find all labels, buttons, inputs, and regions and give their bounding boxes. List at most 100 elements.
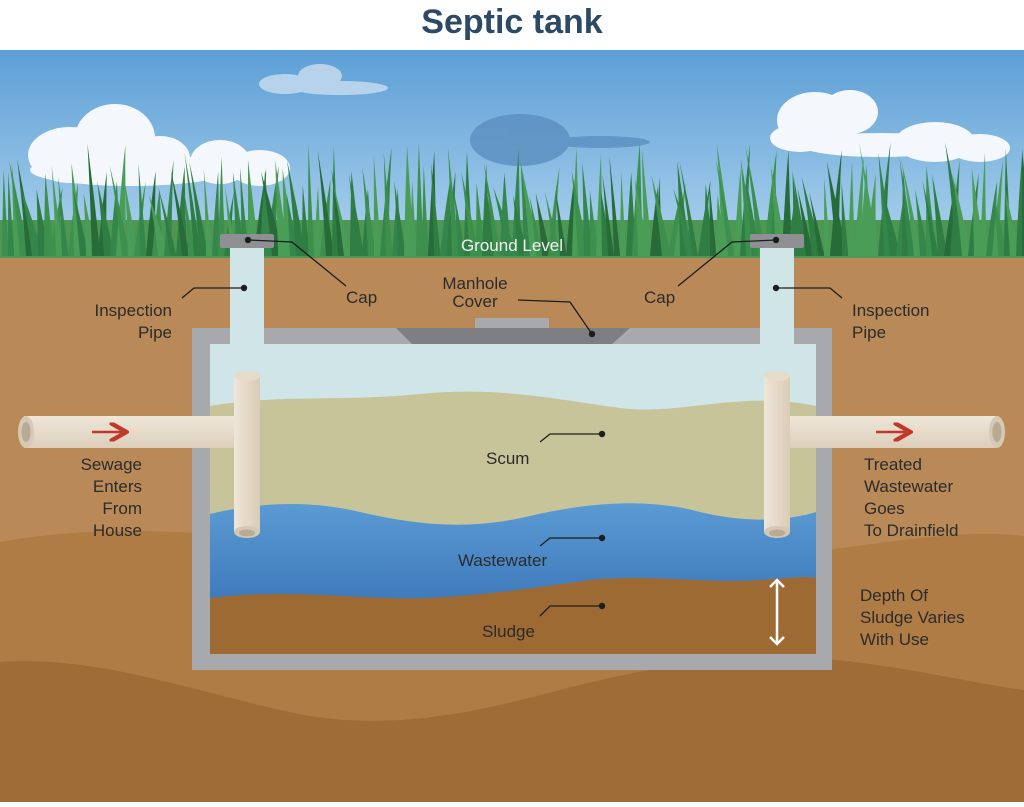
grass-blade — [641, 148, 653, 256]
inspection-pipe-left-line-1: Inspection — [94, 301, 173, 320]
grass-blade — [203, 169, 213, 256]
grass-blade — [170, 168, 190, 256]
grass-blade — [239, 166, 249, 256]
depth-of-sludge-line-2: Sludge Varies — [860, 608, 965, 627]
sewage-enters-label: Sewage Enters From House — [20, 454, 142, 542]
grass-blade — [184, 152, 201, 256]
grass-blade — [348, 173, 365, 256]
inspection-pipe-right-line-2: Pipe — [852, 323, 887, 342]
grass-blade — [589, 190, 599, 256]
grass-blade — [138, 163, 147, 256]
grass-blade — [146, 170, 156, 256]
grass-blade — [302, 184, 310, 256]
grass-blade — [980, 152, 987, 256]
grass-blade — [698, 179, 711, 256]
grass-blade — [951, 172, 972, 256]
depth-of-sludge-label: Depth Of Sludge Varies With Use — [860, 585, 965, 651]
grass-blade — [383, 151, 393, 256]
treated-wastewater-line-2: Wastewater — [864, 477, 954, 496]
grass-blade — [993, 194, 1008, 256]
grass-blade — [882, 190, 901, 256]
sewage-enters-line-1: Sewage — [80, 455, 142, 474]
grass-blade — [609, 156, 621, 256]
leader-cap-right — [677, 239, 777, 287]
cloud-left — [28, 104, 290, 186]
sewage-enters-line-3: From — [102, 499, 142, 518]
page-title: Septic tank — [421, 3, 603, 41]
grass-blade — [394, 180, 406, 256]
grass-blade — [44, 172, 55, 256]
grass-blade — [447, 147, 460, 256]
grass-blade — [212, 171, 221, 256]
grass-blade — [189, 161, 209, 256]
leader-cap-left — [247, 239, 347, 287]
grass-blade — [308, 143, 315, 256]
manhole-cover-line-2: Cover — [452, 292, 498, 311]
grass-blade — [922, 179, 939, 256]
grass-blade — [734, 168, 744, 256]
grass-blade — [809, 192, 825, 256]
inspection-pipe-right-label: Inspection Pipe — [852, 300, 930, 344]
inspection-pipe-left-label: Inspection Pipe — [40, 300, 173, 344]
grass-blade — [915, 189, 929, 256]
sludge-layer — [210, 577, 816, 654]
cap-right-label: Cap — [644, 288, 676, 307]
grass-blade — [149, 194, 169, 256]
grass-blade — [331, 177, 351, 256]
grass-blade — [620, 171, 627, 256]
grass-blade — [797, 187, 814, 256]
grass-blade — [317, 150, 335, 256]
leader-lines — [181, 239, 843, 617]
grass-blade — [184, 192, 196, 256]
grass-blade — [430, 162, 441, 256]
grass-blade — [362, 166, 377, 256]
grass-blade — [899, 155, 915, 256]
cloud-top — [259, 64, 388, 95]
grass-blade — [454, 193, 467, 256]
inlet-pipe — [18, 371, 260, 538]
grass-blade — [483, 161, 501, 256]
grass-blade — [848, 160, 856, 256]
manhole-cover-label: Manhole Cover — [420, 275, 530, 311]
grass-blade — [596, 153, 604, 256]
grass-blade — [555, 189, 567, 256]
grass-blade — [493, 186, 518, 256]
grass-blade — [218, 156, 226, 256]
soil-band-deep — [0, 657, 1024, 802]
cloud-right — [770, 90, 1010, 162]
manhole-cover-line-1: Manhole — [442, 274, 508, 293]
leader-sludge — [539, 605, 602, 617]
grass-blade — [125, 184, 139, 256]
grass-blade — [566, 178, 575, 256]
manhole-cover-lid — [475, 318, 549, 328]
grass-blade — [314, 185, 322, 256]
leader-scum — [539, 433, 602, 443]
grass-blade — [529, 195, 543, 256]
sewage-enters-line-2: Enters — [92, 477, 142, 496]
grass-blade — [854, 156, 864, 256]
grass-blade — [109, 165, 130, 256]
grass-blade — [901, 159, 922, 256]
septic-tank-diagram: Ground Level Cap Cap Manhole Cover Inspe… — [0, 50, 1024, 802]
grass-blade — [770, 165, 787, 256]
grass-blade — [373, 155, 382, 256]
grass-blade — [422, 165, 429, 256]
grass-blade — [416, 143, 425, 256]
sludge-label: Sludge — [482, 622, 535, 641]
grass-blade — [247, 159, 260, 256]
grass-blade — [157, 186, 177, 256]
grass-blade — [709, 182, 717, 256]
leader-inspection-right — [776, 287, 843, 299]
grass-blade — [1004, 188, 1020, 256]
grass-blade — [72, 188, 89, 256]
grass-blade — [2, 169, 9, 256]
grass-blade — [535, 192, 551, 256]
grass-blade — [544, 191, 561, 256]
depth-of-sludge-line-3: With Use — [860, 630, 929, 649]
grass-blade — [651, 175, 672, 256]
grass-blade — [87, 143, 101, 256]
grass-blade — [679, 160, 699, 256]
grass-blade — [461, 170, 479, 256]
treated-wastewater-line-3: Goes — [864, 499, 905, 518]
leader-wastewater — [539, 537, 602, 547]
